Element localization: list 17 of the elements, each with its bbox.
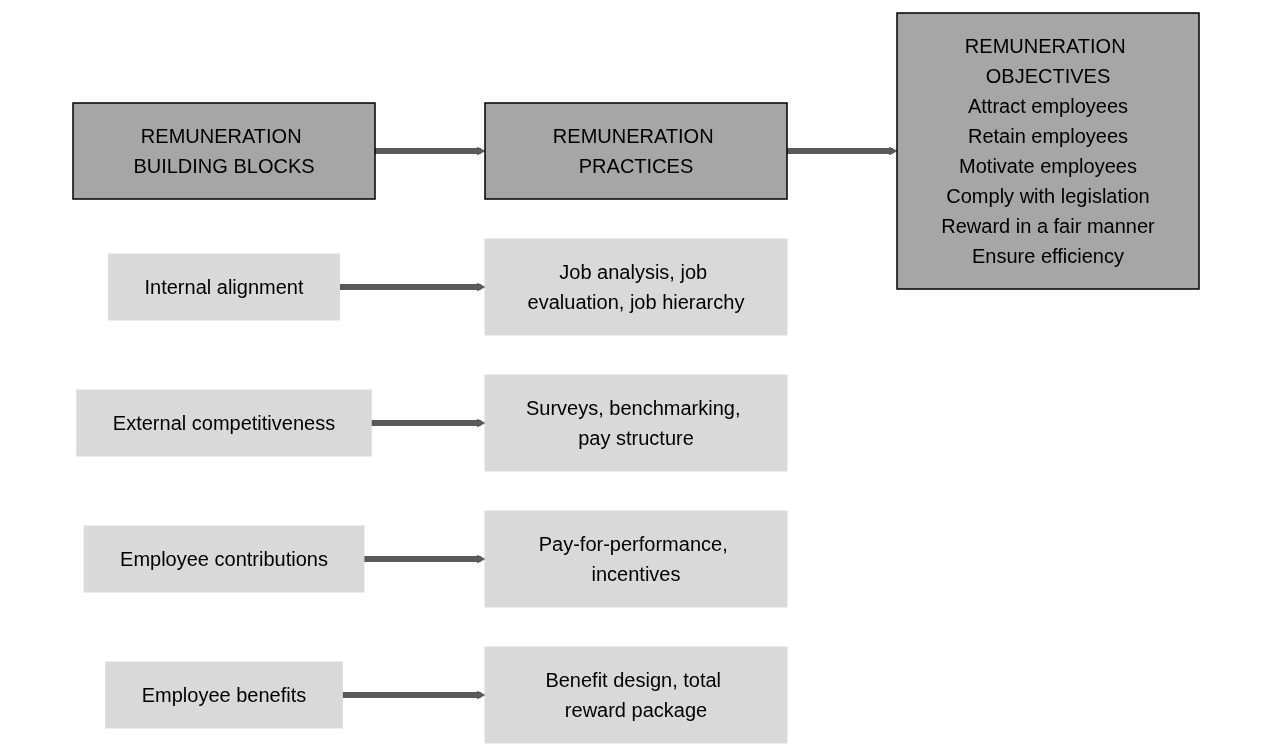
arrow	[342, 690, 486, 700]
arrow	[363, 554, 486, 564]
node-box: Surveys, benchmarking, pay structure	[484, 374, 788, 472]
node-box: REMUNERATION BUILDING BLOCKS	[72, 102, 376, 200]
node-box: Benefit design, total reward package	[484, 646, 788, 744]
node-box: Pay-for-performance, incentives	[484, 510, 788, 608]
node-box: Employee benefits	[105, 661, 343, 729]
arrow	[787, 146, 898, 156]
node-box: REMUNERATION OBJECTIVES Attract employees Retain employees Motivate employees Comply with legislation Reward in a fair manner Ensure efficiency	[896, 12, 1200, 290]
arrow	[371, 418, 486, 428]
node-box: Job analysis, job evaluation, job hierarchy	[484, 238, 788, 336]
node-box: Employee contributions	[83, 525, 365, 593]
arrow	[375, 146, 486, 156]
node-box: Internal alignment	[108, 253, 340, 321]
node-box: REMUNERATION PRACTICES	[484, 102, 788, 200]
arrow	[339, 282, 486, 292]
node-box: External competitiveness	[76, 389, 372, 457]
